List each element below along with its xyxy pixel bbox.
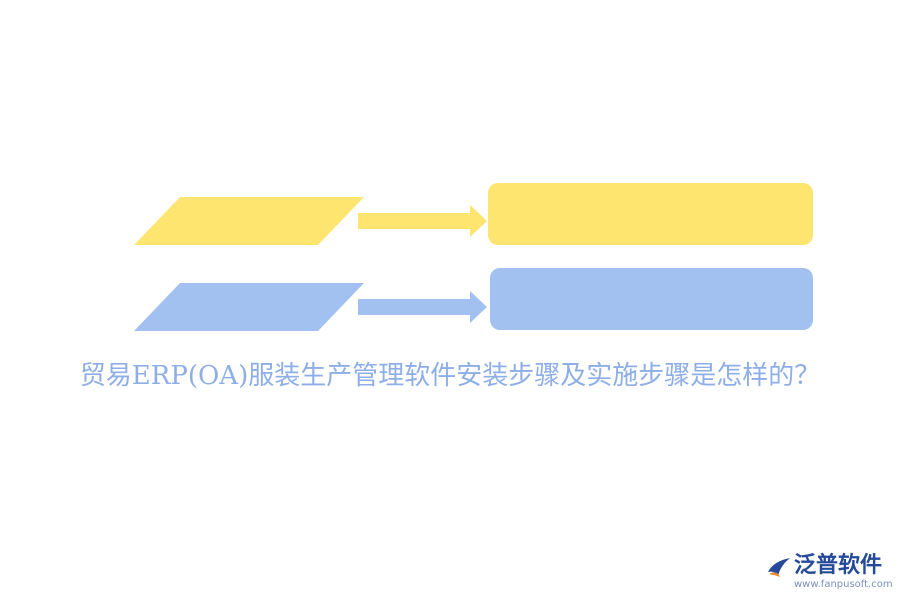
logo-url: www.fanpusoft.com xyxy=(794,579,893,590)
yellow-arrow xyxy=(358,205,487,237)
brand-logo: 泛普软件 www.fanpusoft.com xyxy=(766,552,894,592)
blue-arrow xyxy=(358,291,487,323)
page-title: 贸易ERP(OA)服装生产管理软件安装步骤及实施步骤是怎样的？ xyxy=(79,361,821,391)
blue-parallelogram xyxy=(134,283,364,331)
yellow-rounded-box xyxy=(488,183,813,245)
blue-rounded-box xyxy=(490,268,813,330)
yellow-parallelogram xyxy=(134,197,364,245)
logo-brand-name: 泛普软件 xyxy=(794,553,883,578)
fanpu-logo-icon xyxy=(768,558,790,577)
